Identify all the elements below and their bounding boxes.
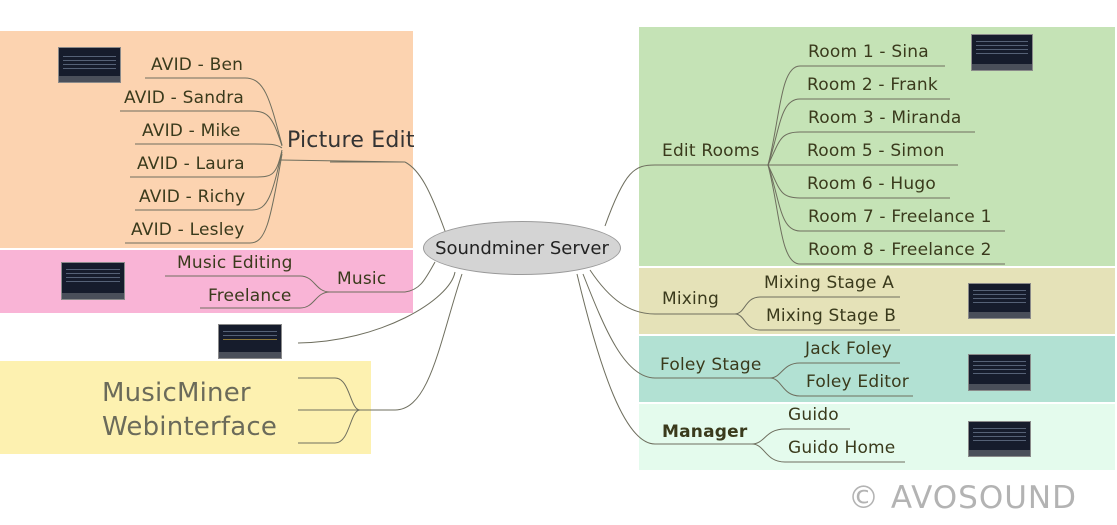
edit-room-item: Room 1 - Sina bbox=[808, 42, 929, 62]
picture-edit-item: AVID - Mike bbox=[142, 121, 241, 141]
foley-panel bbox=[639, 336, 1115, 402]
edit-room-item: Room 8 - Freelance 2 bbox=[808, 240, 992, 260]
musicminer-panel bbox=[0, 361, 371, 454]
picture-edit-item: AVID - Laura bbox=[137, 154, 245, 174]
edit-room-item: Room 2 - Frank bbox=[807, 75, 938, 95]
edit-room-item: Room 7 - Freelance 1 bbox=[808, 207, 992, 227]
mixing-item: Mixing Stage A bbox=[764, 273, 895, 293]
music-title: Music bbox=[337, 269, 387, 289]
edit-room-item: Room 6 - Hugo bbox=[807, 174, 936, 194]
mixing-panel bbox=[639, 268, 1115, 334]
foley-item: Jack Foley bbox=[805, 339, 892, 359]
manager-panel bbox=[639, 404, 1115, 470]
screenshot-thumbnail-mixing bbox=[968, 283, 1031, 319]
picture-edit-title: Picture Edit bbox=[287, 128, 415, 153]
central-node: Soundminer Server bbox=[423, 221, 621, 275]
manager-item: Guido Home bbox=[788, 438, 896, 458]
edit-room-item: Room 3 - Miranda bbox=[808, 108, 962, 128]
manager-title: Manager bbox=[662, 422, 748, 442]
mixing-item: Mixing Stage B bbox=[766, 306, 897, 326]
picture-edit-item: AVID - Sandra bbox=[124, 88, 244, 108]
edit-room-item: Room 5 - Simon bbox=[807, 141, 945, 161]
manager-item: Guido bbox=[788, 405, 839, 425]
screenshot-thumbnail-picture-edit bbox=[58, 47, 121, 83]
screenshot-thumbnail-edit-rooms bbox=[971, 34, 1033, 71]
screenshot-thumbnail-manager bbox=[968, 421, 1031, 457]
picture-edit-item: AVID - Lesley bbox=[131, 220, 245, 240]
musicminer-line1: MusicMiner bbox=[102, 378, 251, 408]
picture-edit-item: AVID - Richy bbox=[139, 187, 246, 207]
screenshot-thumbnail-standalone bbox=[218, 324, 282, 359]
edit-rooms-title: Edit Rooms bbox=[662, 141, 760, 161]
music-item: Music Editing bbox=[177, 253, 293, 273]
musicminer-line2: Webinterface bbox=[102, 412, 278, 442]
screenshot-thumbnail-foley bbox=[968, 354, 1031, 391]
screenshot-thumbnail-music bbox=[61, 262, 125, 300]
mixing-title: Mixing bbox=[662, 289, 719, 309]
foley-title: Foley Stage bbox=[660, 355, 762, 375]
edit-rooms-panel bbox=[639, 27, 1115, 266]
avosound-watermark: © AVOSOUND bbox=[848, 480, 1077, 516]
foley-item: Foley Editor bbox=[806, 372, 909, 392]
picture-edit-item: AVID - Ben bbox=[151, 55, 244, 75]
music-item: Freelance bbox=[208, 286, 292, 306]
